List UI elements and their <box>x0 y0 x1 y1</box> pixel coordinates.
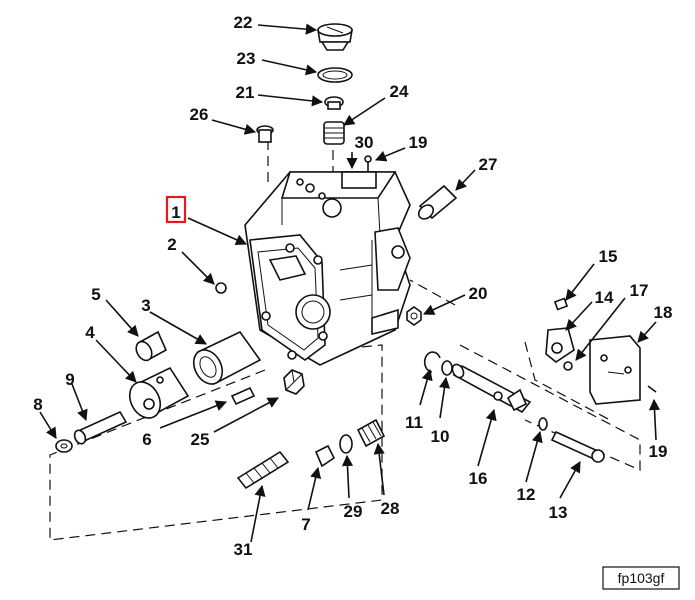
callout-3: 3 <box>141 296 150 315</box>
highlight-box <box>165 195 187 224</box>
part-31-spring <box>236 450 290 490</box>
callout-14: 14 <box>595 288 614 307</box>
part-9-pin <box>73 410 128 445</box>
callout-15: 15 <box>599 247 618 266</box>
part-7-clip <box>314 444 336 468</box>
callout-1: 1 <box>171 203 180 222</box>
part-29-washer <box>339 434 353 454</box>
callout-27: 27 <box>479 155 498 174</box>
part-6-pin <box>230 386 256 406</box>
callout-17: 17 <box>630 281 649 300</box>
callout-18: 18 <box>654 303 673 322</box>
callout-13: 13 <box>549 503 568 522</box>
callout-11: 11 <box>405 413 423 432</box>
part-17-ball <box>563 361 573 371</box>
figure-code: fp103gf <box>618 570 665 586</box>
part-2-ball <box>215 282 227 294</box>
part-25-fitting <box>283 369 305 395</box>
part-18-plate <box>589 335 641 405</box>
callout-8: 8 <box>33 395 42 414</box>
part-14-lever-block <box>545 327 575 363</box>
callout-4: 4 <box>85 323 95 342</box>
callout-29: 29 <box>344 502 363 521</box>
callout-12: 12 <box>517 485 536 504</box>
figure-code-box: fp103gf <box>602 566 680 590</box>
part-8-washer <box>55 439 73 453</box>
callout-31: 31 <box>234 540 253 559</box>
callout-23: 23 <box>237 49 256 68</box>
part-20-nut <box>406 306 422 326</box>
callout-10: 10 <box>431 427 450 446</box>
callout-16: 16 <box>469 469 488 488</box>
part-12-ring <box>538 417 548 431</box>
part-10-oring <box>441 360 453 376</box>
callout-5: 5 <box>91 285 100 304</box>
part-28-spring <box>356 418 386 448</box>
part-13-rod <box>550 430 605 463</box>
callout-25: 25 <box>191 430 210 449</box>
part-16-shaft <box>451 363 532 414</box>
part-22-cap <box>317 23 353 51</box>
part-19-screw-right <box>647 385 657 393</box>
callout-9: 9 <box>65 370 74 389</box>
callout-19-right: 19 <box>649 442 668 461</box>
part-4-piston <box>128 366 190 419</box>
callout-26: 26 <box>190 105 209 124</box>
callout-6: 6 <box>142 430 151 449</box>
callout-30: 30 <box>355 133 374 152</box>
pump-housing <box>244 171 411 366</box>
callout-24: 24 <box>390 82 409 101</box>
part-26-plug <box>256 125 274 143</box>
component-parts <box>55 23 657 490</box>
callout-7: 7 <box>301 515 310 534</box>
callout-28: 28 <box>381 499 400 518</box>
callout-labels: 1 2 3 4 5 6 7 8 9 10 11 12 13 14 15 16 1… <box>33 13 672 559</box>
callout-22: 22 <box>234 13 253 32</box>
callout-21: 21 <box>236 83 255 102</box>
part-27-sleeve <box>417 184 458 220</box>
part-24-spring <box>323 121 345 145</box>
callout-19-top: 19 <box>409 133 428 152</box>
part-3-sleeve <box>192 330 262 385</box>
callout-20: 20 <box>469 284 488 303</box>
callout-2: 2 <box>167 235 176 254</box>
part-5-bushing <box>135 330 168 362</box>
part-11-snap-ring <box>423 351 441 373</box>
part-23-ring <box>317 67 353 83</box>
leader-lines <box>39 23 661 543</box>
part-15-screw <box>553 297 569 311</box>
